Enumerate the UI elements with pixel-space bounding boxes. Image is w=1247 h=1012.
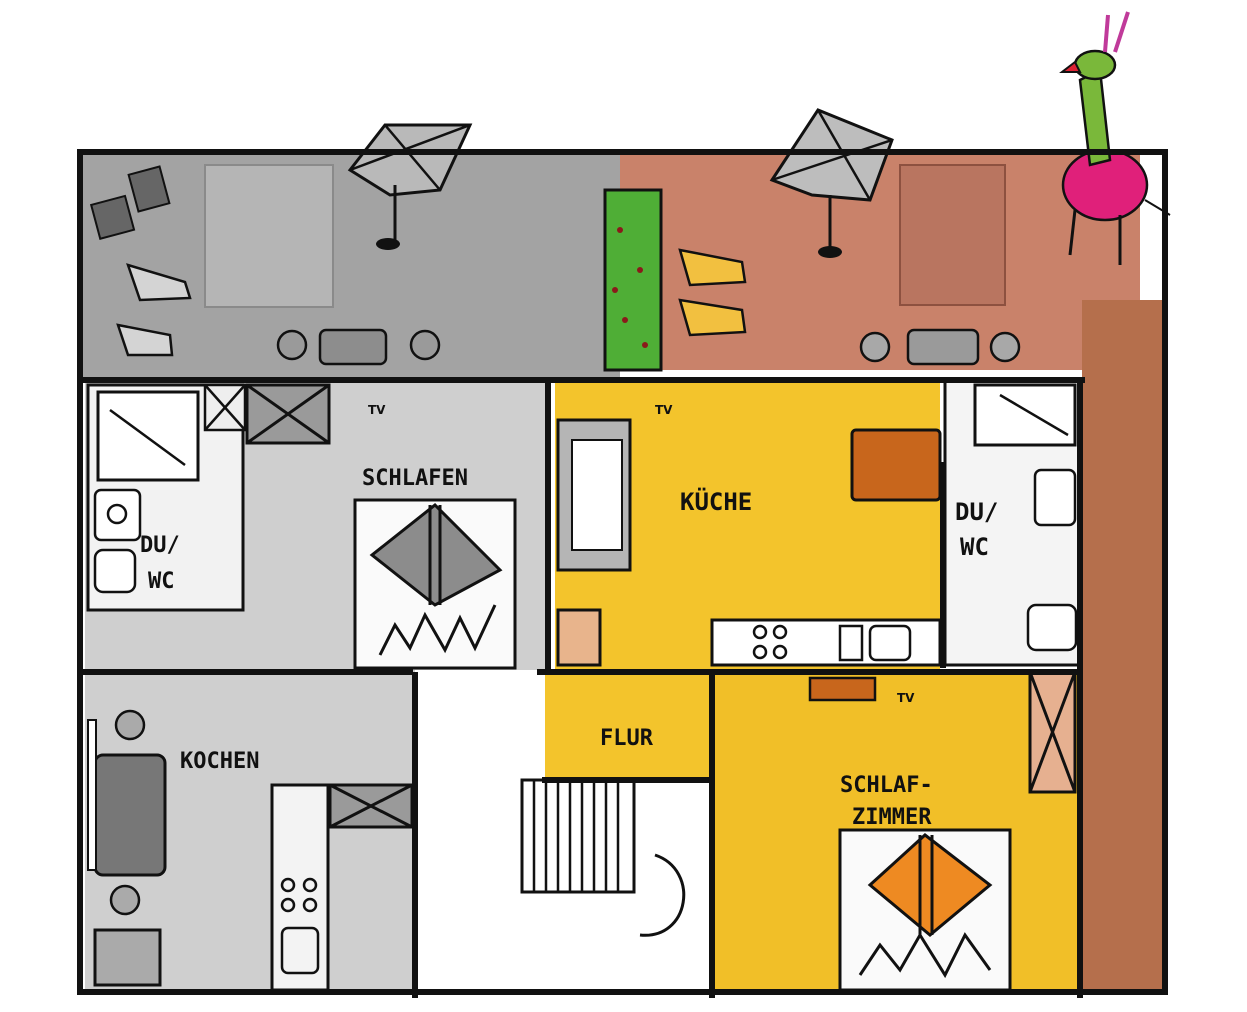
tv-label: TV: [897, 691, 915, 705]
terrace-furniture-right: [678, 248, 1021, 366]
toilet-icon: [93, 548, 137, 594]
tv-label: TV: [655, 403, 673, 417]
tv-label: TV: [368, 403, 386, 417]
terrace-furniture-left: [89, 165, 441, 366]
giraffe-icon: [1059, 11, 1171, 265]
bed-icon: [838, 828, 1012, 992]
room-label-schlafzimmer-1: SCHLAF-: [840, 773, 933, 798]
shower-icon: [973, 383, 1077, 447]
room-label-schlafzimmer-2: ZIMMER: [852, 805, 932, 830]
sink-icon: [93, 488, 142, 542]
terrace-rug-left: [204, 164, 334, 308]
wardrobe-icon: [203, 383, 331, 445]
shower-icon: [96, 390, 200, 482]
kitchen-counter-icon: [710, 618, 942, 667]
planter-icon: [603, 188, 663, 372]
side-terrace: [1082, 300, 1164, 990]
cabinet-icon: [556, 608, 602, 667]
room-label-kueche: KÜCHE: [680, 486, 752, 516]
armchair-icon: [93, 928, 162, 987]
tv-cabinet-icon: [808, 676, 877, 702]
walls: [77, 149, 1168, 998]
room-label-kochen: KOCHEN: [180, 749, 259, 774]
stove-icon: [270, 783, 330, 992]
bed-icon: [353, 498, 517, 670]
cabinet-icon: [328, 783, 414, 829]
room-label-du-wc-right-2: WC: [960, 533, 989, 561]
room-label-schlafen: SCHLAFEN: [362, 466, 468, 491]
sink-icon: [1033, 468, 1077, 527]
toilet-icon: [1026, 603, 1078, 652]
umbrella-icon: [347, 123, 473, 250]
sofa-icon: [556, 418, 632, 572]
terrace-rug-right: [899, 164, 1006, 306]
room-label-du-wc-left-2: WC: [148, 569, 175, 594]
room-label-flur: FLUR: [600, 726, 654, 751]
dining-table-icon: [850, 428, 942, 502]
flur-floor: [545, 675, 710, 780]
room-label-du-wc-left-1: DU/: [140, 533, 180, 558]
room-label-du-wc-right-1: DU/: [955, 498, 998, 526]
dining-table-icon: [87, 709, 167, 916]
staircase-icon: [520, 778, 686, 937]
